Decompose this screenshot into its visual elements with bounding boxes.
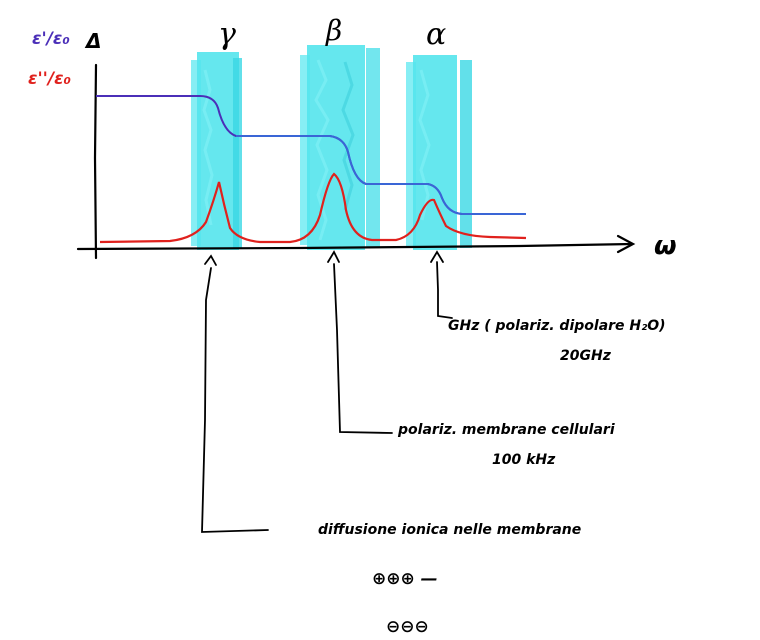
beta-leader bbox=[333, 263, 393, 434]
x-axis-arrowhead bbox=[616, 234, 636, 254]
alpha-band bbox=[406, 55, 472, 250]
axes bbox=[76, 63, 636, 260]
alpha-annotation-line2: 20GHz bbox=[560, 348, 612, 364]
gamma-label: γ bbox=[218, 17, 236, 52]
gamma-band bbox=[191, 52, 242, 250]
beta-label: β bbox=[325, 14, 342, 47]
beta-band bbox=[300, 45, 380, 250]
gamma-annotation: diffusione ionica nelle membrane bbox=[318, 522, 581, 538]
y-axis-arrow-glyph: Δ bbox=[84, 29, 101, 53]
leader-lines bbox=[201, 250, 453, 533]
x-axis bbox=[76, 242, 634, 251]
imaginary-permittivity-curve bbox=[99, 172, 527, 244]
beta-leader-arrow bbox=[327, 250, 340, 263]
dispersion-bands bbox=[191, 45, 472, 250]
y-axis bbox=[93, 63, 98, 260]
alpha-annotation-line1: GHz ( polariz. dipolare H₂O) bbox=[448, 318, 666, 334]
x-label-omega: ω bbox=[654, 231, 677, 261]
alpha-leader bbox=[436, 261, 453, 319]
beta-annotation-line1: polariz. membrane cellulari bbox=[397, 422, 615, 438]
alpha-leader-arrow bbox=[430, 250, 444, 263]
y-label-real: ε'/ε₀ bbox=[32, 29, 70, 49]
real-permittivity-tail bbox=[236, 135, 526, 215]
ions-negative: ⊖⊖⊖ bbox=[386, 617, 429, 637]
y-label-imag: ε''/ε₀ bbox=[28, 69, 72, 89]
ions-positive: ⊕⊕⊕ — bbox=[372, 569, 438, 589]
beta-annotation-line2: 100 kHz bbox=[492, 452, 556, 468]
gamma-leader bbox=[201, 267, 269, 533]
gamma-leader-arrow bbox=[204, 254, 217, 266]
alpha-label: α bbox=[426, 17, 446, 52]
